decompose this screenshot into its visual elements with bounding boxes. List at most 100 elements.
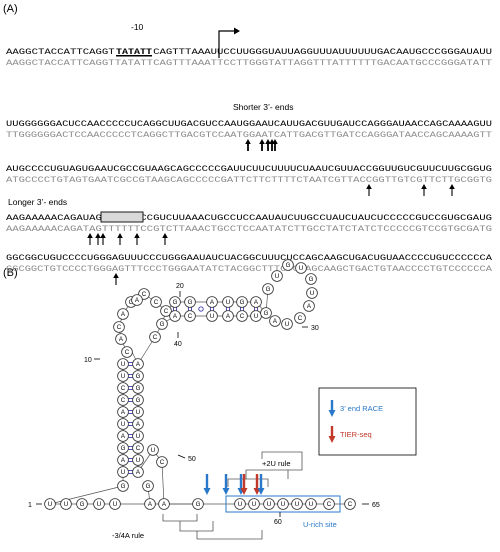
seq-line-4-bottom: AAGAAAAACAGATAGTTTTTTCCGTCTTAAACTGCCTCCA… bbox=[6, 224, 492, 234]
line3-end-arrow-head bbox=[449, 184, 455, 189]
pos-10-label: 10 bbox=[84, 357, 92, 364]
nucleotide bbox=[306, 287, 318, 299]
nucleotide-base: U bbox=[226, 299, 230, 306]
nucleotide bbox=[206, 296, 218, 308]
nucleotide-base: A bbox=[119, 336, 124, 343]
line3-end-arrow-head bbox=[421, 184, 427, 189]
backbone-lines bbox=[49, 288, 350, 505]
nucleotide bbox=[131, 294, 143, 306]
nucleotide-base: G bbox=[264, 310, 269, 317]
nucleotide-base: A bbox=[136, 421, 141, 428]
promoter-box-bg bbox=[115, 46, 153, 56]
base-pair-lines bbox=[128, 306, 258, 474]
nucleotide-base: U bbox=[254, 313, 258, 320]
nucleotide bbox=[132, 442, 144, 454]
plus2u-rule-label: +2U rule bbox=[262, 459, 291, 468]
plus2u-brackets bbox=[227, 451, 303, 487]
pos-30-label: 30 bbox=[311, 325, 319, 332]
promoter-box: TATATT bbox=[116, 47, 152, 57]
minus34a-brackets bbox=[162, 514, 263, 540]
nucleotide-base: U bbox=[310, 290, 314, 297]
nucleotide-base: U bbox=[113, 501, 117, 508]
legend-box bbox=[318, 387, 417, 456]
line5-end-arrows bbox=[113, 273, 119, 285]
seq-line-1-bottom: AAGGCTACCATTCAGGTTATATTCAGTTTAAATTCCTTGG… bbox=[6, 58, 492, 68]
nucleotide-base: G bbox=[121, 483, 126, 490]
nucleotide bbox=[121, 346, 133, 358]
nucleotide-base: C bbox=[121, 385, 126, 392]
nucleotide-base: A bbox=[136, 361, 141, 368]
longer-end-arrows bbox=[87, 233, 168, 245]
longer-ends-label: Longer 3’- ends bbox=[8, 197, 67, 207]
nucleotide-base: U bbox=[295, 501, 299, 508]
nucleotide bbox=[271, 270, 283, 282]
nucleotide-base: C bbox=[327, 501, 332, 508]
pos-1-label: 1 bbox=[28, 502, 32, 509]
nucleotide bbox=[263, 498, 275, 510]
nucleotide-base: U bbox=[136, 457, 140, 464]
nucleotide-base: G bbox=[173, 299, 178, 306]
nucleotide-base: A bbox=[121, 457, 126, 464]
nucleotide bbox=[117, 358, 129, 370]
pos-65-label: 65 bbox=[372, 502, 380, 509]
race-arrow-head bbox=[257, 488, 265, 495]
u-rich-box bbox=[225, 495, 341, 513]
nucleotide bbox=[277, 498, 289, 510]
nucleotide bbox=[160, 305, 172, 317]
nucleotide-base: G bbox=[129, 299, 134, 306]
nucleotide bbox=[305, 273, 317, 285]
seq-line-5-bottom: GGCGGCTGTCCCCTGGGAGTTTCCCTGGGAATATCTACGG… bbox=[6, 264, 493, 274]
nucleotide bbox=[117, 370, 129, 382]
longer-end-arrow-head bbox=[100, 233, 106, 238]
longer-end-arrow-head bbox=[87, 233, 93, 238]
nucleotide-base: U bbox=[309, 501, 313, 508]
legend-tier-label: TIER-seq bbox=[340, 430, 372, 439]
nucleotide-base: C bbox=[164, 308, 169, 315]
nucleotide-base: U bbox=[121, 373, 125, 380]
nucleotide-base: A bbox=[254, 299, 259, 306]
nucleotide bbox=[156, 318, 168, 330]
legend-tier-arrowhead bbox=[328, 436, 336, 443]
nucleotide bbox=[109, 498, 121, 510]
longer-end-arrow-head bbox=[95, 233, 101, 238]
nucleotide-base: G bbox=[146, 483, 151, 490]
nucleotide-base: U bbox=[97, 501, 101, 508]
nucleotide bbox=[142, 480, 154, 492]
nucleotide bbox=[262, 283, 274, 295]
nucleotide bbox=[305, 498, 317, 510]
nucleotide-base: G bbox=[121, 445, 126, 452]
nucleotide-base: G bbox=[309, 276, 314, 283]
longer-end-arrow-head bbox=[134, 233, 140, 238]
nucleotide-base: A bbox=[162, 501, 167, 508]
nucleotide bbox=[117, 466, 129, 478]
nucleotide bbox=[184, 310, 196, 322]
nucleotide-base: C bbox=[136, 445, 141, 452]
nucleotide bbox=[132, 418, 144, 430]
nucleotide bbox=[156, 456, 168, 468]
longer-end-arrow-head bbox=[162, 233, 168, 238]
nucleotide bbox=[236, 296, 248, 308]
nucleotide bbox=[117, 394, 129, 406]
backbone-segment bbox=[161, 461, 165, 505]
pos-40-label: 40 bbox=[174, 341, 182, 348]
shorter-end-arrow-head bbox=[245, 139, 251, 144]
nucleotide-base: G bbox=[196, 501, 201, 508]
minus10-label: -10 bbox=[131, 22, 144, 32]
shorter-ends-label: Shorter 3’- ends bbox=[233, 102, 293, 112]
nucleotide bbox=[44, 498, 56, 510]
nucleotide-base: G bbox=[188, 299, 193, 306]
nucleotide bbox=[169, 296, 181, 308]
nucleotide-base: A bbox=[173, 313, 178, 320]
nucleotide bbox=[236, 310, 248, 322]
nucleotide bbox=[149, 331, 161, 343]
nucleotide-base: G bbox=[160, 321, 165, 328]
nucleotide-base: U bbox=[299, 265, 303, 272]
nucleotide bbox=[303, 300, 315, 312]
nucleotide bbox=[115, 333, 127, 345]
nucleotide bbox=[222, 310, 234, 322]
line5-end-arrow-head bbox=[113, 273, 119, 278]
nucleotide-base: U bbox=[64, 501, 68, 508]
nucleotide bbox=[192, 498, 204, 510]
